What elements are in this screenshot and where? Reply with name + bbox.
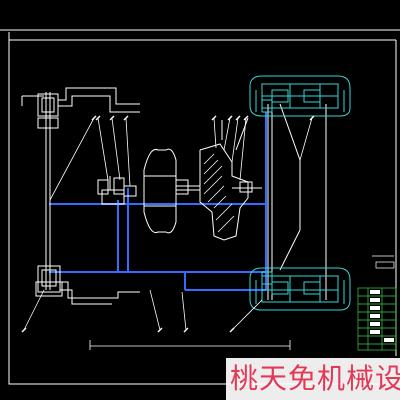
brake-lines [49,112,267,291]
watermark: 桃天免机械设 [226,358,400,400]
right-axle [267,103,327,300]
watermark-text: 桃天免机械设 [230,362,400,395]
left-front-wheel-brake [37,87,140,129]
title-block [357,255,397,351]
master-cylinder [97,176,137,205]
left-rear-wheel-brake [35,265,140,305]
left-axle [21,92,51,290]
firewall-hatching [203,153,235,233]
leader-lines [23,117,313,331]
right-rear-wheel-brake [249,267,351,311]
vacuum-booster [143,148,200,234]
balloon-ticks [21,115,315,333]
sheet-border [0,29,400,385]
dimension-lines [89,340,291,350]
right-front-wheel-brake [249,75,351,117]
